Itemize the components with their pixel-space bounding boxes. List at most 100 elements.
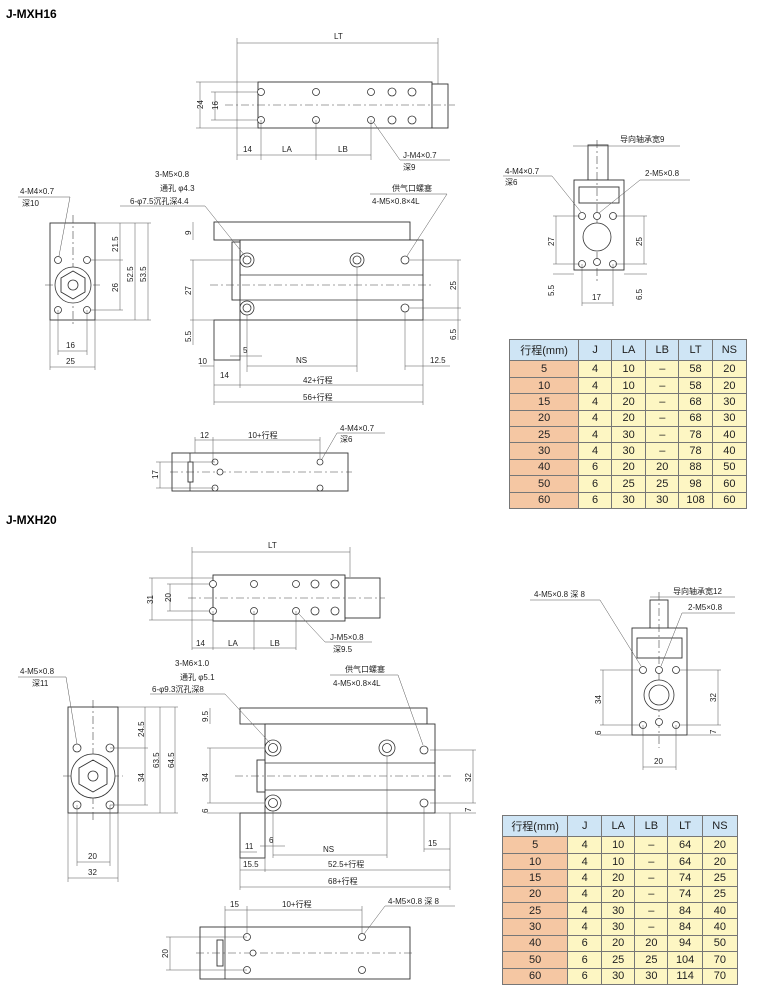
table-cell: 40 bbox=[711, 442, 748, 460]
table-cell: 4 bbox=[578, 442, 613, 460]
depth-callout: 深9.5 bbox=[333, 645, 353, 654]
dim-34: 34 bbox=[137, 773, 146, 782]
column-header: NS bbox=[701, 814, 739, 838]
dim-10-stroke: 10+行程 bbox=[248, 430, 278, 440]
dim-17: 17 bbox=[151, 470, 160, 479]
stroke-cell: 20 bbox=[501, 885, 569, 904]
table-cell: 4 bbox=[567, 852, 603, 871]
dim-lt: LT bbox=[268, 541, 277, 550]
thread-callout: 4-M5×0.8 深 8 bbox=[534, 590, 585, 599]
table-cell: 6 bbox=[578, 458, 613, 477]
dim-34: 34 bbox=[594, 695, 603, 704]
dim-7: 7 bbox=[709, 729, 718, 734]
stroke-cell: 40 bbox=[508, 458, 580, 477]
table-cell: – bbox=[645, 360, 680, 378]
callout-counterbore: 6-φ9.3沉孔深8 bbox=[152, 685, 204, 694]
mxh20-bottom-view: 15 10+行程 4-M5×0.8 深 8 20 bbox=[161, 897, 455, 980]
table-cell: 60 bbox=[711, 491, 748, 510]
table-cell: 20 bbox=[701, 852, 739, 871]
table-cell: 20 bbox=[611, 393, 647, 411]
stroke-cell: 15 bbox=[508, 393, 580, 411]
depth-callout: 深11 bbox=[32, 679, 49, 688]
dim-5: 5 bbox=[243, 346, 248, 355]
table-cell: 58 bbox=[678, 360, 713, 378]
dim-42-stroke: 42+行程 bbox=[303, 375, 333, 385]
column-header: LT bbox=[678, 338, 713, 362]
dim-la: LA bbox=[228, 639, 238, 648]
table-cell: 74 bbox=[667, 885, 703, 904]
dim-63-5: 63.5 bbox=[152, 752, 161, 768]
table-cell: 60 bbox=[711, 475, 748, 493]
mxh16-side-view: 3-M5×0.8 通孔 φ4.3 6-φ7.5沉孔深4.4 供气口螺塞 4-M5… bbox=[120, 170, 461, 405]
table-cell: 30 bbox=[611, 425, 647, 444]
table-cell: 4 bbox=[578, 409, 613, 428]
table-cell: 25 bbox=[701, 885, 739, 904]
mounting-holes bbox=[257, 87, 417, 125]
callout-thread: 3-M6×1.0 bbox=[175, 659, 210, 668]
callout-port-thread: 4-M5×0.8×4L bbox=[333, 679, 381, 688]
dim-14: 14 bbox=[220, 371, 229, 380]
dim-lb: LB bbox=[270, 639, 280, 648]
table-cell: 30 bbox=[645, 491, 680, 510]
table-cell: – bbox=[645, 376, 680, 395]
stroke-cell: 50 bbox=[501, 951, 569, 969]
table-cell: 114 bbox=[667, 967, 703, 986]
dim-24: 24 bbox=[196, 100, 205, 109]
dim-10-stroke: 10+行程 bbox=[282, 899, 312, 909]
dim-5-5: 5.5 bbox=[547, 284, 556, 296]
dim-ns: NS bbox=[296, 356, 307, 365]
stroke-cell: 25 bbox=[508, 425, 580, 444]
column-header: 行程(mm) bbox=[508, 338, 580, 362]
stroke-cell: 30 bbox=[501, 918, 569, 936]
dim-12: 12 bbox=[200, 431, 209, 440]
table-cell: – bbox=[634, 885, 669, 904]
dim-20: 20 bbox=[88, 852, 97, 861]
table-cell: – bbox=[645, 393, 680, 411]
thread-callout: J-M4×0.7 bbox=[403, 151, 437, 160]
column-header: LT bbox=[667, 814, 703, 838]
dim-6: 6 bbox=[594, 730, 603, 735]
table-cell: 104 bbox=[667, 951, 703, 969]
table-cell: 40 bbox=[711, 425, 748, 444]
table-cell: – bbox=[634, 869, 669, 887]
dim-64-5: 64.5 bbox=[167, 752, 176, 768]
dim-ns: NS bbox=[323, 845, 334, 854]
thread-callout: 4-M4×0.7 bbox=[505, 167, 540, 176]
dim-14: 14 bbox=[243, 145, 252, 154]
callout-air-port-plug: 供气口螺塞 bbox=[392, 183, 432, 193]
dim-68-stroke: 68+行程 bbox=[328, 876, 358, 886]
mxh20-side-view: 3-M6×1.0 通孔 φ5.1 6-φ9.3沉孔深8 供气口螺塞 4-M5×0… bbox=[150, 659, 476, 890]
dim-5-5: 5.5 bbox=[184, 330, 193, 342]
table-cell: 6 bbox=[578, 475, 613, 493]
dim-20: 20 bbox=[161, 949, 170, 958]
table-cell: 20 bbox=[601, 885, 636, 904]
table-cell: 4 bbox=[567, 901, 603, 920]
stroke-cell: 5 bbox=[508, 360, 580, 378]
bearing-width-label: 导向轴承宽9 bbox=[620, 134, 665, 144]
dim-6: 6 bbox=[201, 808, 210, 813]
table-cell: 30 bbox=[711, 393, 748, 411]
dim-25: 25 bbox=[635, 237, 644, 246]
dim-6-5: 6.5 bbox=[635, 288, 644, 300]
table-cell: 30 bbox=[601, 967, 636, 986]
column-header: LA bbox=[611, 338, 647, 362]
table-cell: 50 bbox=[701, 934, 739, 953]
dim-34: 34 bbox=[201, 773, 210, 782]
dim-56-stroke: 56+行程 bbox=[303, 392, 333, 402]
dim-17: 17 bbox=[592, 293, 601, 302]
table-cell: 6 bbox=[578, 491, 613, 510]
table-cell: 4 bbox=[578, 376, 613, 395]
column-header: LA bbox=[601, 814, 636, 838]
table-cell: – bbox=[634, 901, 669, 920]
dim-16: 16 bbox=[66, 341, 75, 350]
table-cell: 64 bbox=[667, 852, 703, 871]
